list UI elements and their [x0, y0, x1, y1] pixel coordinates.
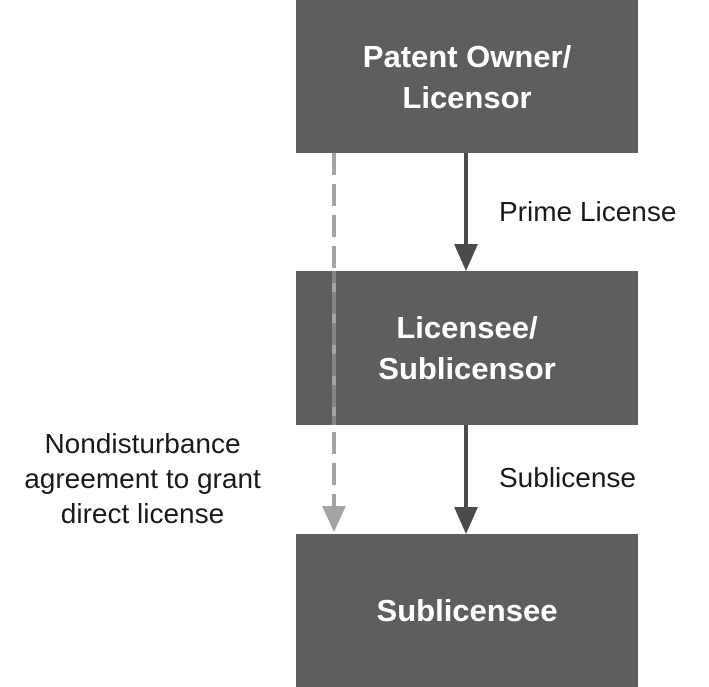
nondisturbance-label: Nondisturbance agreement to grant direct… — [24, 428, 261, 529]
sublicense-label: Sublicense — [499, 462, 636, 493]
sublicense-arrow — [454, 425, 478, 534]
prime-license-arrow — [454, 153, 478, 271]
sublicensee-label: Sublicensee — [376, 593, 558, 628]
sublicensee-box: Sublicensee — [296, 534, 638, 687]
patent-owner-label: Patent Owner/ Licensor — [362, 38, 572, 115]
patent-owner-box: Patent Owner/ Licensor — [296, 0, 638, 153]
licensee-label: Licensee/ Sublicensor — [378, 310, 556, 386]
prime-license-label: Prime License — [499, 196, 677, 227]
licensee-box: Licensee/ Sublicensor — [296, 271, 638, 425]
